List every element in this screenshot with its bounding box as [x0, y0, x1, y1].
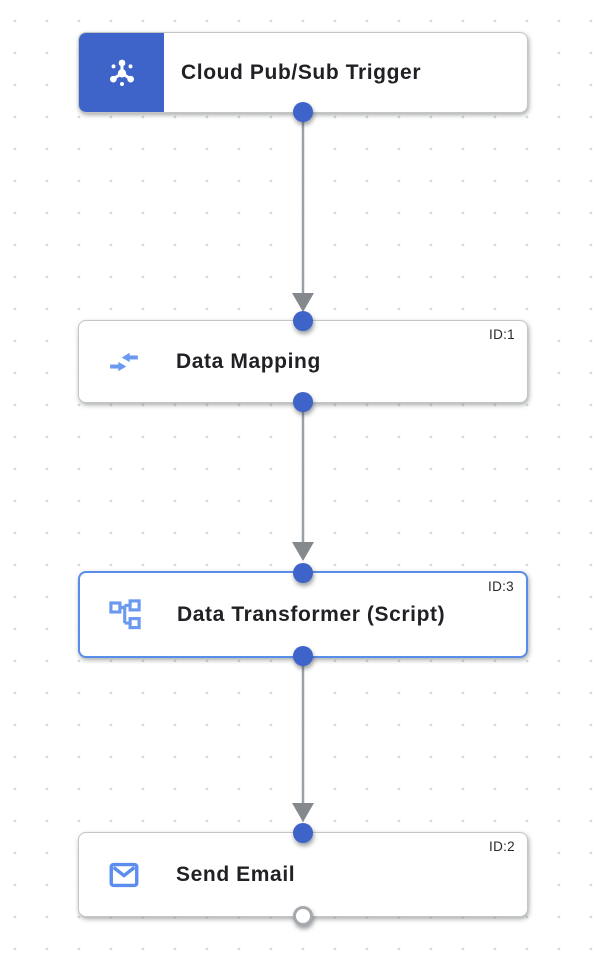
node-send-email[interactable]: ID:2 Send Email — [78, 823, 528, 926]
pubsub-icon — [109, 59, 134, 86]
input-port[interactable] — [293, 563, 313, 583]
node-id-label: ID:1 — [489, 327, 515, 342]
node-data-mapping[interactable]: ID:1 Data Mapping — [78, 311, 528, 412]
edge-data-transformer-to-send-email[interactable] — [292, 658, 314, 822]
mail-icon — [103, 858, 145, 892]
output-port[interactable] — [293, 102, 313, 122]
node-cloud-pubsub-trigger[interactable]: Cloud Pub/Sub Trigger — [78, 32, 528, 122]
output-port[interactable] — [293, 392, 313, 412]
output-port-unconnected[interactable] — [293, 906, 313, 926]
data-mapping-icon — [103, 345, 145, 379]
pubsub-icon-block — [79, 33, 164, 112]
edge-pubsub-to-data-mapping[interactable] — [292, 113, 314, 312]
output-port[interactable] — [293, 646, 313, 666]
node-title: Data Mapping — [176, 349, 321, 373]
node-id-label: ID:2 — [489, 839, 515, 854]
edge-data-mapping-to-data-transformer[interactable] — [292, 403, 314, 561]
node-data-transformer-script[interactable]: ID:3 Data Transformer (Script) — [78, 563, 528, 666]
node-title: Cloud Pub/Sub Trigger — [181, 60, 422, 84]
node-id-label: ID:3 — [488, 579, 514, 594]
node-title: Send Email — [176, 862, 296, 886]
data-transformer-icon — [104, 597, 146, 633]
node-title: Data Transformer (Script) — [177, 602, 446, 626]
input-port[interactable] — [293, 311, 313, 331]
input-port[interactable] — [293, 823, 313, 843]
